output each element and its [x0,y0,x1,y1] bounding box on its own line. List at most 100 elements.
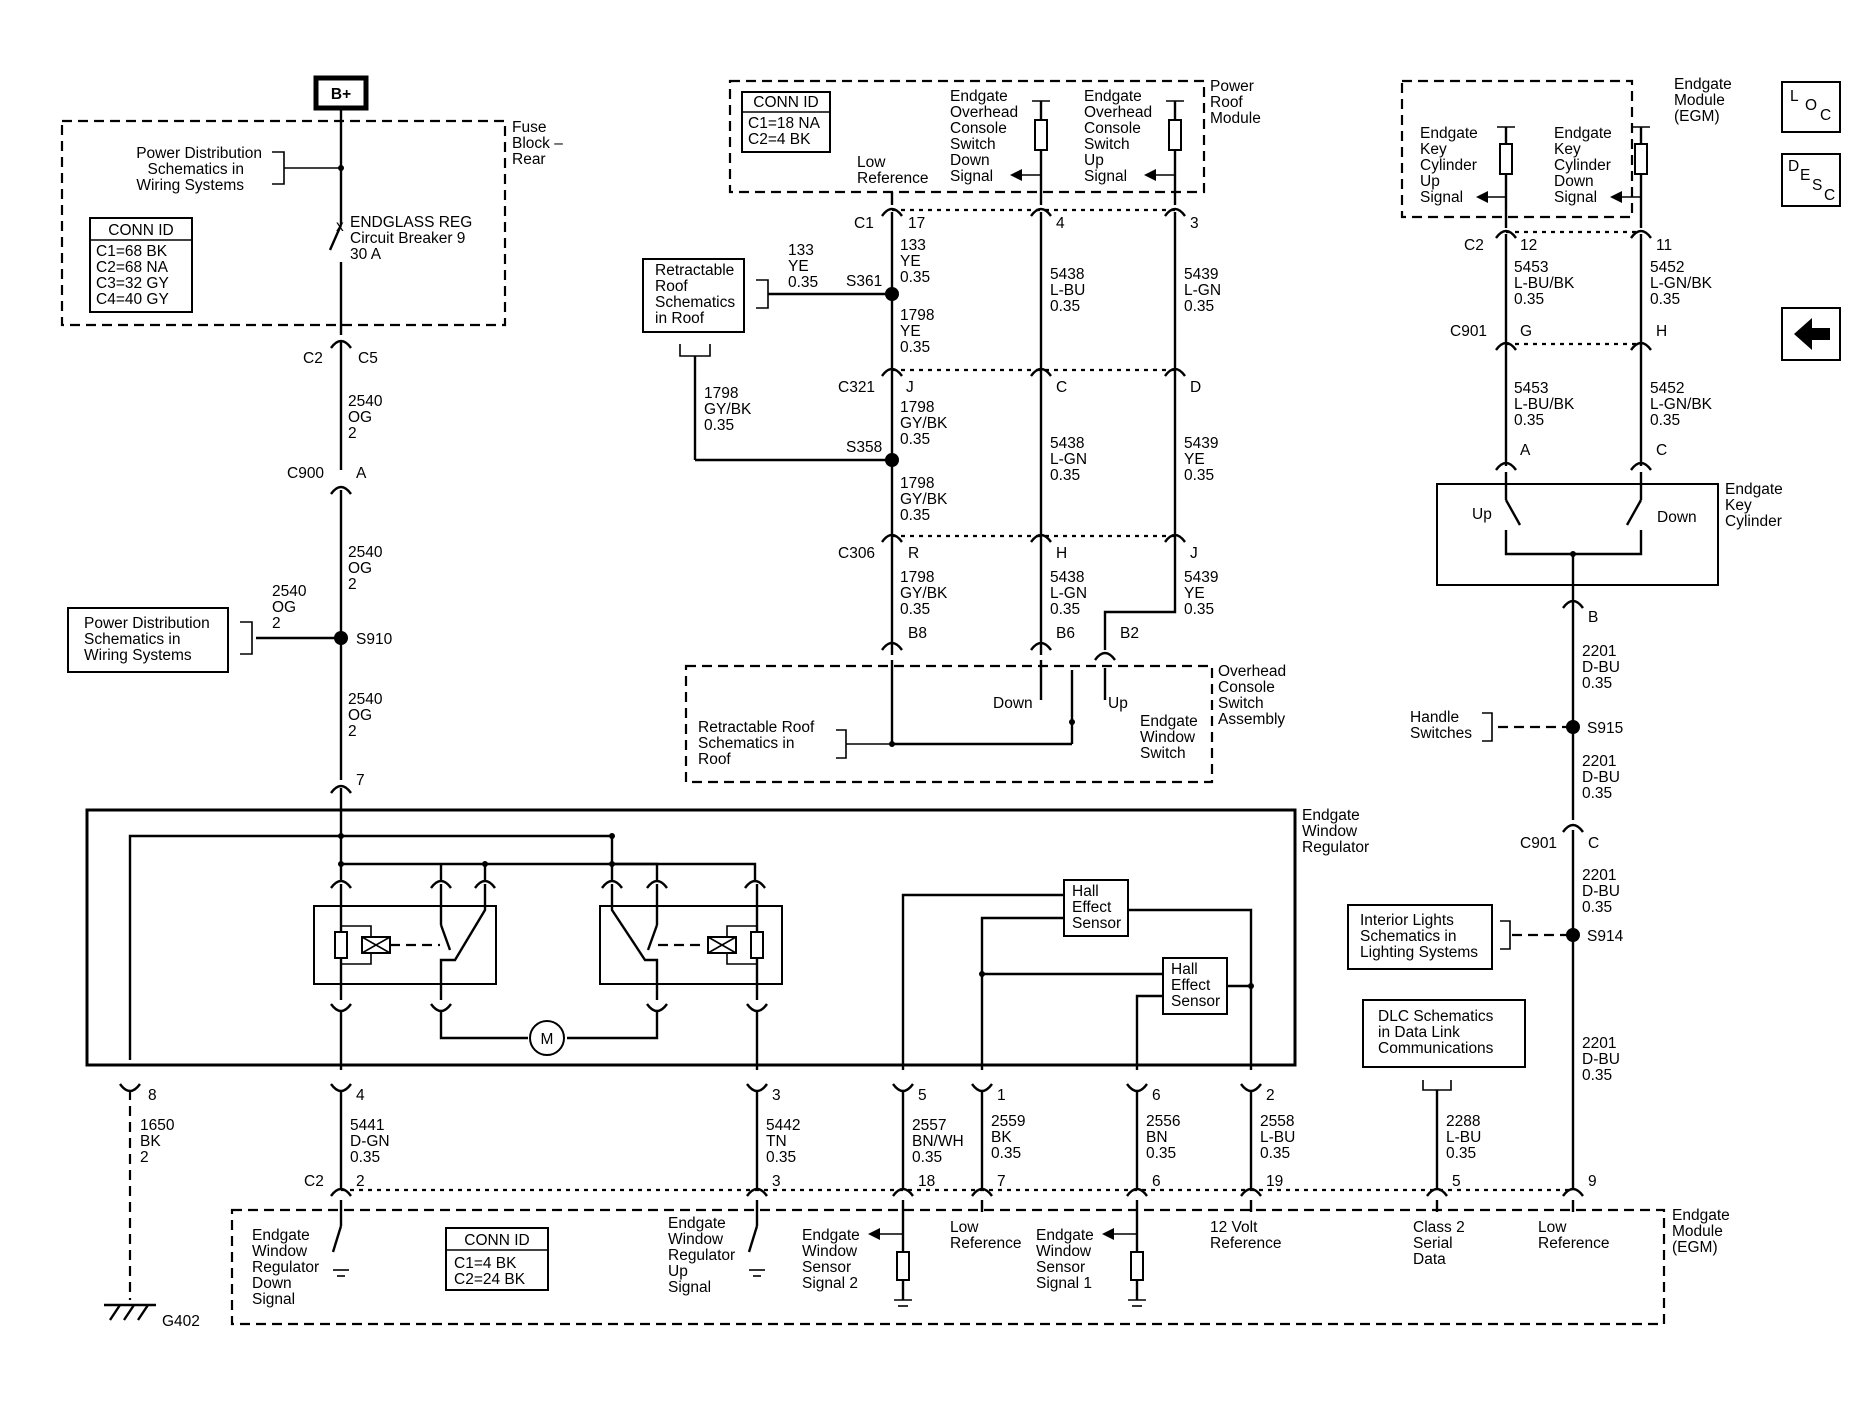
c321-pin-d: D [1190,379,1201,396]
egm-pin-7: 7 [997,1173,1006,1190]
loc-button[interactable]: L O C [1781,81,1841,133]
roof-pin-3: 3 [1190,215,1199,232]
motor-symbol [529,1020,565,1056]
c900-label: C900 [287,465,324,482]
pin-7-label: 7 [356,772,365,789]
s910-label: S910 [356,631,393,648]
c321-pin-c: C [1056,379,1067,396]
key-pin-g: G [1520,323,1532,340]
back-arrow-button[interactable] [1781,307,1841,361]
left-pds-ref-box [67,607,229,673]
key-cylinder-box [1436,483,1719,586]
roof-conn-id-table [741,91,831,153]
relay-left [313,905,497,985]
c900-pin-a: A [356,465,367,482]
svg-text:C: C [1824,187,1835,204]
c5-label: C5 [358,350,378,367]
svg-text:E: E [1800,167,1810,184]
roof-c1-label: C1 [854,215,874,232]
pin-b8: B8 [908,625,927,642]
interior-ref-box [1347,904,1493,970]
wire-pin-4: 4 [356,1087,365,1104]
c2-label: C2 [303,350,323,367]
roof-pin-17: 17 [908,215,925,232]
hall-sensor-1 [1063,879,1129,937]
wire-pin-3: 3 [772,1087,781,1104]
fuse-block-outline [60,119,507,327]
splice-s914 [1566,928,1580,942]
back-arrow-icon [1794,318,1830,350]
svg-text:O: O [1805,97,1817,114]
roof-pin-4: 4 [1056,215,1065,232]
c321-label: C321 [838,379,875,396]
svg-text:S: S [1812,177,1822,194]
overhead-down: Down [993,695,1033,712]
motor-label: M [541,1031,554,1048]
retract-ref-1-box [642,258,745,333]
egm-top-outline [1400,79,1634,219]
key-pin-b: B [1588,609,1598,626]
c306-pin-h: H [1056,545,1067,562]
key-pin-h: H [1656,323,1667,340]
pin-b6: B6 [1056,625,1075,642]
desc-button[interactable]: D E S C [1781,153,1841,207]
splice-s358 [885,453,899,467]
s361-label: S361 [846,273,882,290]
key-pin-12: 12 [1520,237,1537,254]
egm-pin-9: 9 [1588,1173,1597,1190]
egm-pin-19: 19 [1266,1173,1283,1190]
svg-text:L: L [1790,88,1799,105]
egm-pin-2: 2 [356,1173,365,1190]
wire-pin-1: 1 [997,1087,1006,1104]
wire-pin-6: 6 [1152,1087,1161,1104]
s914-label: S914 [1587,928,1624,945]
s358-label: S358 [846,439,882,456]
key-pin-c: C [1656,442,1667,459]
egm-pin-5: 5 [1452,1173,1461,1190]
key-pin-11: 11 [1656,237,1672,254]
dlc-ref-box [1362,999,1526,1068]
regulator-outline [85,808,1297,1067]
overhead-switch-outline [684,664,1214,784]
